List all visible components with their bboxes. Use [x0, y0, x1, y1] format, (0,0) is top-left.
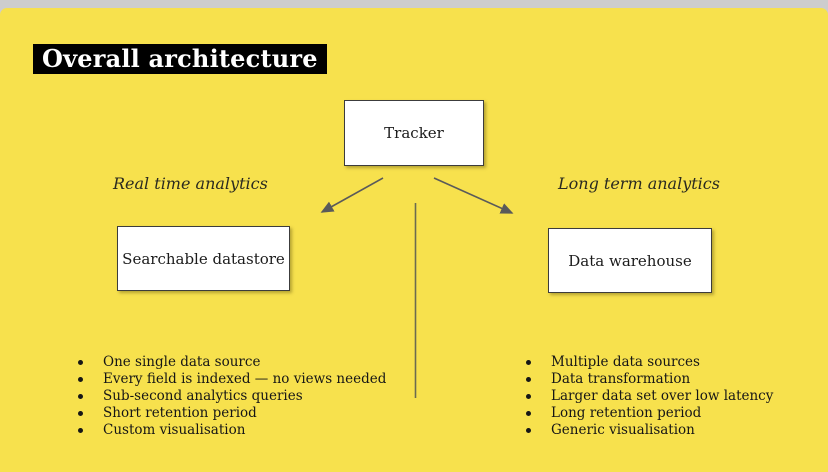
list-item: Every field is indexed — no views needed: [78, 371, 438, 388]
bullet-dot-icon: [526, 360, 531, 365]
list-item: Long retention period: [526, 405, 828, 422]
bullet-dot-icon: [526, 394, 531, 399]
list-item: Custom visualisation: [78, 422, 438, 439]
list-item-text: Every field is indexed — no views needed: [103, 371, 387, 387]
bullet-dot-icon: [78, 411, 83, 416]
list-item: Short retention period: [78, 405, 438, 422]
list-item-text: Larger data set over low latency: [551, 388, 774, 404]
bullet-dot-icon: [526, 428, 531, 433]
real-time-bullet-list: One single data source Every field is in…: [78, 354, 438, 439]
list-item-text: Short retention period: [103, 405, 257, 421]
list-item-text: Sub-second analytics queries: [103, 388, 303, 404]
bullet-dot-icon: [78, 428, 83, 433]
node-tracker-label: Tracker: [384, 124, 444, 142]
list-item: Sub-second analytics queries: [78, 388, 438, 405]
list-item: Multiple data sources: [526, 354, 828, 371]
bullet-dot-icon: [526, 377, 531, 382]
list-item-text: Generic visualisation: [551, 422, 695, 438]
list-item-text: Custom visualisation: [103, 422, 246, 438]
branch-label-real-time: Real time analytics: [113, 174, 268, 193]
node-data-warehouse-label: Data warehouse: [568, 251, 692, 270]
bullet-dot-icon: [78, 360, 83, 365]
long-term-bullet-list: Multiple data sources Data transformatio…: [526, 354, 828, 439]
bullet-dot-icon: [78, 377, 83, 382]
list-item: Data transformation: [526, 371, 828, 388]
list-item: One single data source: [78, 354, 438, 371]
node-searchable-datastore-label: Searchable datastore: [122, 249, 285, 268]
list-item: Larger data set over low latency: [526, 388, 828, 405]
bullet-dot-icon: [526, 411, 531, 416]
list-item-text: Data transformation: [551, 371, 691, 387]
slide-title: Overall architecture: [33, 44, 327, 74]
list-item-text: Multiple data sources: [551, 354, 700, 370]
list-item-text: Long retention period: [551, 405, 702, 421]
bullet-dot-icon: [78, 394, 83, 399]
node-data-warehouse: Data warehouse: [548, 228, 712, 293]
list-item-text: One single data source: [103, 354, 261, 370]
list-item: Generic visualisation: [526, 422, 828, 439]
node-searchable-datastore: Searchable datastore: [117, 226, 290, 291]
node-tracker: Tracker: [344, 100, 484, 166]
branch-label-long-term: Long term analytics: [558, 174, 720, 193]
